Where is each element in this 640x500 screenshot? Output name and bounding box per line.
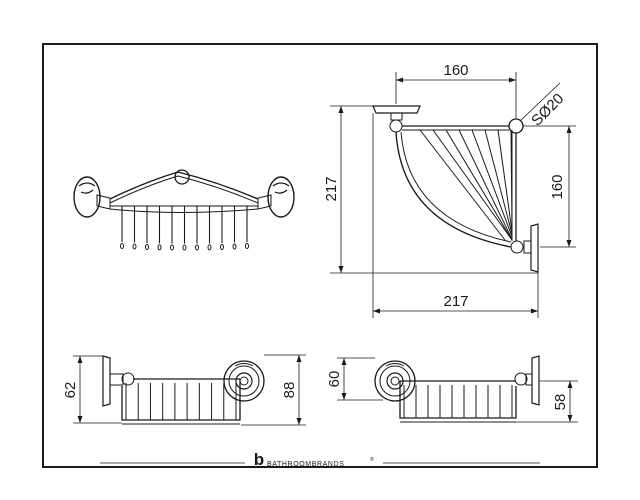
dim-side-left-height-right: 88: [281, 382, 298, 399]
dim-top-width: 160: [443, 62, 468, 79]
top-basket-wires: [419, 129, 513, 241]
right-rosette: [267, 176, 295, 218]
side-view-right: [337, 355, 578, 423]
right-mount: [530, 223, 539, 273]
dim-top-height-left: 217: [323, 176, 340, 201]
dim-side-left-height-left: 62: [62, 382, 79, 399]
wire-end: [207, 244, 212, 251]
dim-side-right-height-left: 60: [326, 371, 343, 388]
wire-end: [120, 243, 124, 249]
brand-registered-mark: ®: [370, 456, 374, 463]
wire: [445, 129, 513, 241]
brand-logo: b: [254, 450, 264, 469]
wire-end: [145, 243, 149, 250]
front-view: [73, 169, 295, 251]
side-left-basket-wires: [125, 383, 237, 420]
wire-end: [195, 244, 199, 251]
brand-logo-letter: b: [254, 450, 264, 469]
dim-diameter: SØ20: [528, 90, 567, 129]
top-view: [330, 72, 576, 318]
wire-end: [220, 243, 224, 250]
brand-name: BATHROOMBRANDS: [267, 461, 345, 468]
wire-end: [170, 244, 174, 251]
wire-end: [245, 243, 249, 249]
dim-side-right-height-right: 58: [552, 394, 569, 411]
side-left-rosette: [223, 360, 265, 402]
wire-end: [232, 243, 237, 250]
wire: [484, 129, 513, 235]
wire: [458, 129, 513, 240]
dim-top-width-bottom: 217: [443, 293, 468, 310]
wire-end: [132, 243, 137, 250]
brand-footer: b BATHROOMBRANDS ®: [100, 450, 540, 469]
wire-end: [182, 244, 187, 251]
side-view-left: [73, 354, 306, 426]
wire: [497, 129, 513, 232]
top-mount: [372, 105, 421, 114]
left-rosette: [73, 176, 101, 218]
wire: [471, 129, 513, 237]
wire: [419, 129, 506, 241]
front-basket-wires: [120, 206, 249, 251]
wire: [432, 129, 513, 241]
wire-end: [157, 244, 162, 251]
dim-top-height-right: 160: [549, 174, 566, 199]
side-right-basket-wires: [403, 385, 513, 418]
drawing-frame: [42, 43, 598, 468]
